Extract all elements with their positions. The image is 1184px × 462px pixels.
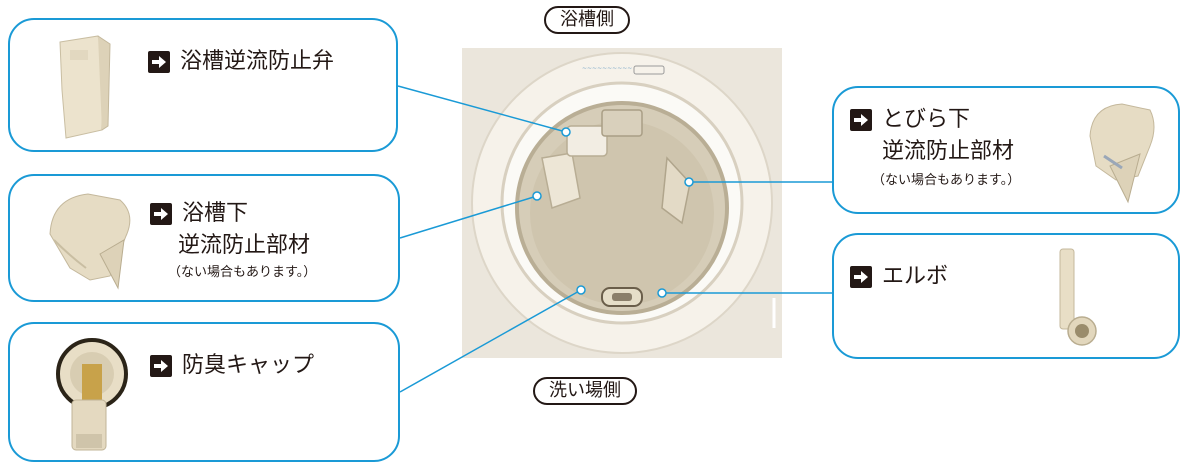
callout-elbow: エルボ: [832, 233, 1180, 359]
odor-cap-photo: [56, 338, 128, 451]
arrow-right-icon: [148, 51, 170, 73]
arrow-right-icon: [850, 109, 872, 131]
tub-lower-part-photo: [49, 193, 131, 290]
elbow-label-row: エルボ: [850, 263, 948, 291]
door-lower-label-line2: 逆流防止部材: [882, 139, 1015, 164]
callout-door-lower-part: とびら下 逆流防止部材 （ない場合もあります。）: [832, 86, 1180, 214]
backflow-valve-photo: [59, 35, 111, 139]
callout-backflow-valve: 浴槽逆流防止弁: [8, 18, 398, 152]
tub-lower-note: （ない場合もあります。）: [168, 265, 317, 280]
backflow-valve-label: 浴槽逆流防止弁: [180, 49, 335, 74]
odor-cap-label-row: 防臭キャップ: [150, 352, 314, 380]
door-lower-label-row: とびら下: [850, 106, 970, 134]
odor-cap-label: 防臭キャップ: [182, 353, 315, 378]
backflow-valve-label-row: 浴槽逆流防止弁: [148, 48, 334, 76]
tub-side-label: 浴槽側: [544, 6, 630, 34]
wash-area-side-label: 洗い場側: [533, 377, 637, 405]
drain-fitting-photo: ~~~~~~~~~~: [462, 48, 782, 358]
elbow-photo: [1059, 248, 1097, 346]
door-lower-note: （ない場合もあります。）: [872, 173, 1021, 188]
arrow-right-icon: [150, 203, 172, 225]
tub-lower-label-row: 浴槽下: [150, 200, 248, 228]
callout-tub-lower-part: 浴槽下 逆流防止部材 （ない場合もあります。）: [8, 174, 400, 302]
arrow-right-icon: [150, 355, 172, 377]
svg-text:~~~~~~~~~~: ~~~~~~~~~~: [582, 65, 632, 72]
callout-odor-cap: 防臭キャップ: [8, 322, 400, 462]
door-lower-label-line1: とびら下: [882, 107, 971, 132]
door-lower-part-photo: [1089, 103, 1155, 204]
tub-lower-label-line1: 浴槽下: [182, 201, 249, 226]
arrow-right-icon: [850, 266, 872, 288]
elbow-label: エルボ: [882, 264, 949, 289]
tub-lower-label-line2: 逆流防止部材: [178, 233, 311, 258]
